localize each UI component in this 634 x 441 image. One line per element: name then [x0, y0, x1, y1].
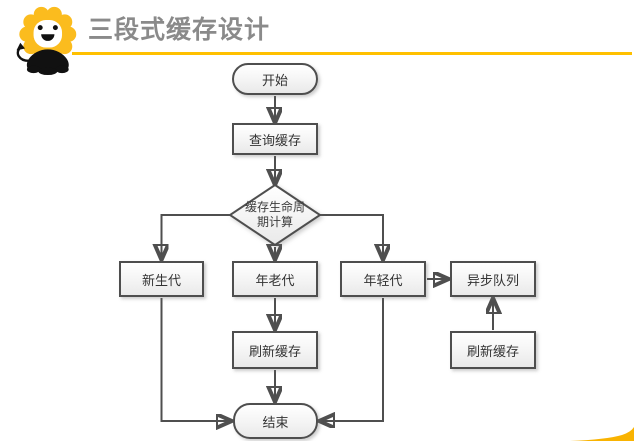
corner-swoosh-icon — [570, 427, 634, 441]
node-end: 结束 — [233, 403, 318, 439]
page-title: 三段式缓存设计 — [88, 16, 271, 44]
node-young-generation-label: 年轻代 — [363, 272, 403, 288]
node-refresh-cache-right-label: 刷新缓存 — [466, 343, 519, 359]
node-young-generation: 年轻代 — [340, 261, 426, 297]
node-refresh-cache-middle: 刷新缓存 — [232, 331, 318, 369]
node-async-queue-label: 异步队列 — [466, 272, 519, 288]
edge-newgen-end — [160, 298, 231, 421]
node-new-generation-label: 新生代 — [141, 272, 181, 288]
node-refresh-cache-right: 刷新缓存 — [450, 331, 536, 369]
node-end-label: 结束 — [262, 414, 289, 430]
node-query-cache-label: 查询缓存 — [248, 132, 301, 148]
node-start: 开始 — [232, 63, 318, 95]
edge-younggen-end — [321, 298, 384, 421]
edge-decision-younggen — [320, 214, 383, 258]
diamond-shape-icon — [229, 184, 321, 246]
node-refresh-cache-middle-label: 刷新缓存 — [248, 343, 301, 359]
node-async-queue: 异步队列 — [450, 261, 536, 297]
node-lifecycle-decision-label: 缓存生命周期计算 — [244, 200, 305, 229]
lion-mascot-icon — [16, 6, 77, 76]
node-query-cache: 查询缓存 — [232, 123, 318, 155]
node-old-generation: 年老代 — [232, 261, 318, 297]
node-new-generation: 新生代 — [119, 261, 204, 297]
edge-decision-newgen — [162, 214, 230, 258]
title-underline — [72, 52, 632, 55]
node-lifecycle-decision: 缓存生命周期计算 — [229, 184, 321, 246]
node-start-label: 开始 — [261, 72, 288, 88]
node-old-generation-label: 年老代 — [255, 272, 295, 288]
